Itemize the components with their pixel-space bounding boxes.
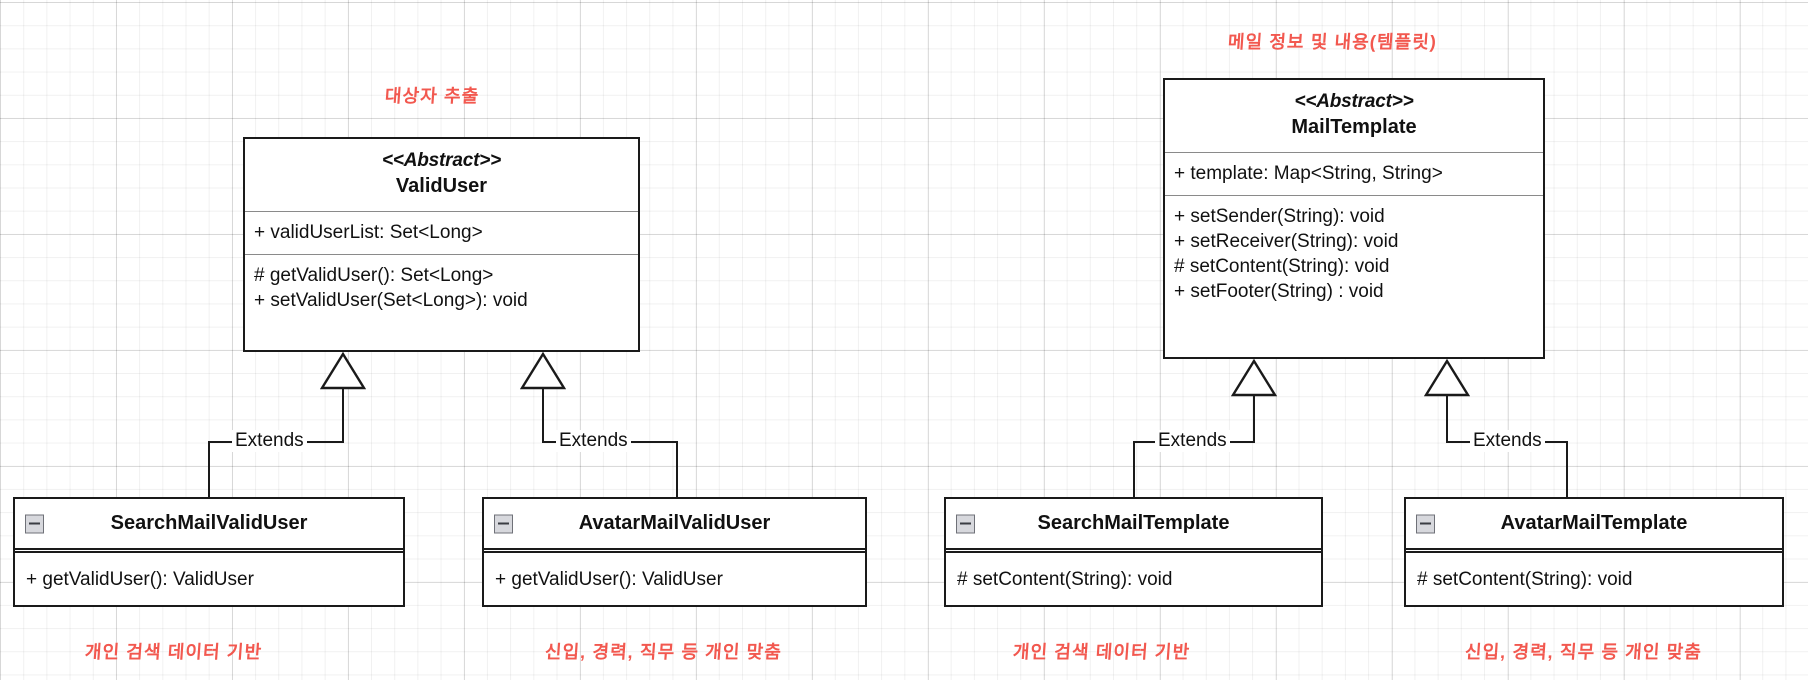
methods-compartment-search-mail-valid-user: + getValidUser(): ValidUser [15,553,403,605]
class-name-label: AvatarMailTemplate [1500,512,1688,534]
method-row: # setContent(String): void [1174,255,1390,277]
class-header-search-mail-template: SearchMailTemplate [946,499,1321,548]
generalization-arrow-head [520,352,566,390]
methods-compartment-avatar-mail-valid-user: + getValidUser(): ValidUser [484,553,865,605]
edge-line [1133,441,1136,498]
attribute-row: + validUserList: Set<Long> [254,221,483,243]
edge-label-extends: Extends [556,430,631,452]
edge-line [1566,441,1569,498]
edge-line [341,388,344,443]
collapse-minus-icon[interactable] [494,514,513,533]
method-row: # getValidUser(): Set<Long> [254,264,494,286]
annotation-avatar-mail-template: 신입, 경력, 직무 등 개인 맞춤 [1464,642,1703,662]
class-name-label: AvatarMailValidUser [578,512,771,534]
edge-label-extends: Extends [1155,430,1230,452]
class-box-avatar-mail-valid-user[interactable]: AvatarMailValidUser + getValidUser(): Va… [482,497,867,607]
edge-line [541,388,544,443]
annotation-mail-template: 메일 정보 및 내용(템플릿) [1227,32,1438,52]
annotation-valid-user: 대상자 추출 [384,86,481,106]
annotation-search-mail-valid-user: 개인 검색 데이터 기반 [84,642,263,662]
method-row: + setReceiver(String): void [1174,230,1399,252]
class-box-valid-user[interactable]: <<Abstract>> ValidUser + validUserList: … [243,137,640,352]
compartment-divider [484,548,865,553]
edge-line [676,441,679,498]
annotation-search-mail-template: 개인 검색 데이터 기반 [1012,642,1191,662]
methods-compartment-valid-user: # getValidUser(): Set<Long> + setValidUs… [245,255,638,322]
generalization-arrow-head [1231,359,1277,397]
method-row: + setValidUser(Set<Long>): void [254,289,528,311]
class-name-label: ValidUser [395,175,488,198]
class-name-label: SearchMailTemplate [1037,512,1230,534]
class-header-mail-template: <<Abstract>> MailTemplate [1165,80,1543,152]
methods-compartment-avatar-mail-template: # setContent(String): void [1406,553,1782,605]
methods-compartment-search-mail-template: # setContent(String): void [946,553,1321,605]
compartment-divider [1406,548,1782,553]
collapse-minus-icon[interactable] [1416,514,1435,533]
attributes-compartment-valid-user: + validUserList: Set<Long> [245,212,638,254]
collapse-minus-icon[interactable] [956,514,975,533]
class-box-search-mail-template[interactable]: SearchMailTemplate # setContent(String):… [944,497,1323,607]
edge-label-extends: Extends [232,430,307,452]
compartment-divider [1165,151,1543,153]
compartment-divider [245,210,638,212]
method-row: + getValidUser(): ValidUser [495,569,723,590]
class-header-avatar-mail-valid-user: AvatarMailValidUser [484,499,865,548]
class-header-valid-user: <<Abstract>> ValidUser [245,139,638,211]
compartment-divider [1165,194,1543,196]
class-name-label: SearchMailValidUser [110,512,308,534]
method-row: + setSender(String): void [1174,205,1385,227]
generalization-arrow-head [1424,359,1470,397]
compartment-divider [15,548,403,553]
edge-line [1252,395,1255,443]
attribute-row: + template: Map<String, String> [1174,162,1443,184]
stereotype-label: <<Abstract>> [1294,91,1414,112]
edge-label-extends: Extends [1470,430,1545,452]
compartment-divider [245,253,638,255]
stereotype-label: <<Abstract>> [381,150,502,171]
class-box-mail-template[interactable]: <<Abstract>> MailTemplate + template: Ma… [1163,78,1545,359]
edge-line [1445,395,1448,443]
method-row: # setContent(String): void [957,569,1173,590]
method-row: # setContent(String): void [1417,569,1633,590]
class-header-avatar-mail-template: AvatarMailTemplate [1406,499,1782,548]
class-header-search-mail-valid-user: SearchMailValidUser [15,499,403,548]
collapse-minus-icon[interactable] [25,514,44,533]
attributes-compartment-mail-template: + template: Map<String, String> [1165,153,1543,195]
methods-compartment-mail-template: + setSender(String): void + setReceiver(… [1165,196,1543,313]
annotation-avatar-mail-valid-user: 신입, 경력, 직무 등 개인 맞춤 [544,642,783,662]
class-box-search-mail-valid-user[interactable]: SearchMailValidUser + getValidUser(): Va… [13,497,405,607]
compartment-divider [946,548,1321,553]
edge-line [208,441,211,498]
method-row: + setFooter(String) : void [1174,280,1384,302]
generalization-arrow-head [320,352,366,390]
class-box-avatar-mail-template[interactable]: AvatarMailTemplate # setContent(String):… [1404,497,1784,607]
class-name-label: MailTemplate [1291,116,1417,139]
method-row: + getValidUser(): ValidUser [26,569,254,590]
